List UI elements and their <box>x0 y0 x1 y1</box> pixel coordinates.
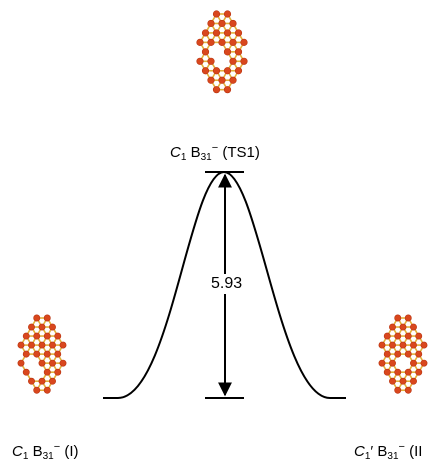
boron-atom <box>49 341 56 349</box>
boron-atom <box>389 377 396 385</box>
boron-atom <box>212 29 221 37</box>
boron-atom <box>389 323 396 331</box>
boron-atom <box>38 341 46 349</box>
boron-atom <box>207 76 215 84</box>
boron-atom <box>410 359 417 367</box>
boron-atom <box>38 377 46 385</box>
boron-atom <box>28 377 35 385</box>
boron-atom <box>22 368 30 376</box>
boron-atom <box>28 323 35 331</box>
boron-atom <box>394 332 402 340</box>
boron-atom <box>43 350 51 358</box>
boron-atom <box>59 359 67 367</box>
boron-atom <box>43 368 51 376</box>
boron-atom <box>404 350 412 358</box>
boron-atom <box>28 341 35 349</box>
boron-atom <box>223 10 232 18</box>
boron-atom <box>229 76 237 84</box>
boron-atom <box>22 350 30 358</box>
boron-atom <box>240 57 248 65</box>
boron-atom <box>234 29 243 37</box>
boron-atom <box>38 359 46 367</box>
boron-atom <box>404 332 412 340</box>
boron-atom <box>17 341 25 349</box>
boron-atom <box>404 386 412 394</box>
boron-atom <box>218 19 226 28</box>
boron-atom <box>404 368 412 376</box>
boron-atom <box>394 314 402 322</box>
boron-atom <box>383 350 391 358</box>
boron-atom <box>229 19 237 28</box>
boron-atom <box>17 359 25 367</box>
boron-atom <box>54 350 62 358</box>
boron-atom <box>399 377 407 385</box>
boron-atom <box>415 332 423 340</box>
boron-atom <box>415 368 423 376</box>
boron-atom <box>399 323 407 331</box>
boron-atom <box>43 332 51 340</box>
ts1-label: C1 B31− (TS1) <box>170 142 260 163</box>
boron-atom <box>201 48 210 56</box>
boron-atom <box>229 57 237 65</box>
boron-atom <box>410 377 417 385</box>
boron-atom <box>389 341 396 349</box>
boron-atom <box>207 38 215 46</box>
boron-atom <box>49 377 56 385</box>
boron-atom <box>410 341 417 349</box>
boron-atom <box>201 29 210 37</box>
boron-atom <box>383 368 391 376</box>
boron-atom <box>43 386 51 394</box>
boron-atom <box>212 67 221 75</box>
boron-atom <box>240 38 248 46</box>
boron-atom <box>33 332 41 340</box>
boron-atom <box>212 86 221 94</box>
boron-atom <box>420 341 428 349</box>
boron-atom <box>415 350 423 358</box>
boron-atom <box>229 38 237 46</box>
b31-cluster-ii-structure <box>378 314 428 394</box>
isomer-ii-label: C1′ B31− (II <box>354 441 423 462</box>
boron-atom <box>49 359 56 367</box>
boron-atom <box>33 314 41 322</box>
boron-atom <box>223 67 232 75</box>
boron-atom <box>196 57 204 65</box>
boron-atom <box>399 341 407 349</box>
boron-atom <box>378 359 386 367</box>
boron-atom <box>218 38 226 46</box>
boron-atom <box>223 29 232 37</box>
boron-atom <box>59 341 67 349</box>
isomer-i-label: C1 B31− (I) <box>12 441 79 462</box>
boron-atom <box>394 368 402 376</box>
boron-atom <box>33 350 41 358</box>
boron-atom <box>394 386 402 394</box>
boron-atom <box>207 57 215 65</box>
boron-atom <box>223 86 232 94</box>
boron-atom <box>378 341 386 349</box>
boron-atom <box>43 314 51 322</box>
boron-atom <box>218 76 226 84</box>
boron-atom <box>389 359 396 367</box>
boron-atom <box>420 359 428 367</box>
boron-atom <box>410 323 417 331</box>
boron-atom <box>212 10 221 18</box>
boron-atom <box>201 67 210 75</box>
boron-atom <box>234 48 243 56</box>
boron-atom <box>207 19 215 28</box>
boron-atom <box>234 67 243 75</box>
barrier-energy-value: 5.93 <box>209 274 245 294</box>
boron-atom <box>54 332 62 340</box>
b31-cluster-i-structure <box>17 314 67 394</box>
boron-atom <box>54 368 62 376</box>
boron-atom <box>196 38 204 46</box>
boron-atom <box>394 350 402 358</box>
b31-cluster-ts1-structure <box>196 10 248 94</box>
boron-atom <box>223 48 232 56</box>
boron-atom <box>383 332 391 340</box>
boron-atom <box>49 323 56 331</box>
boron-atom <box>33 386 41 394</box>
boron-atom <box>38 323 46 331</box>
boron-atom <box>22 332 30 340</box>
boron-atom <box>404 314 412 322</box>
